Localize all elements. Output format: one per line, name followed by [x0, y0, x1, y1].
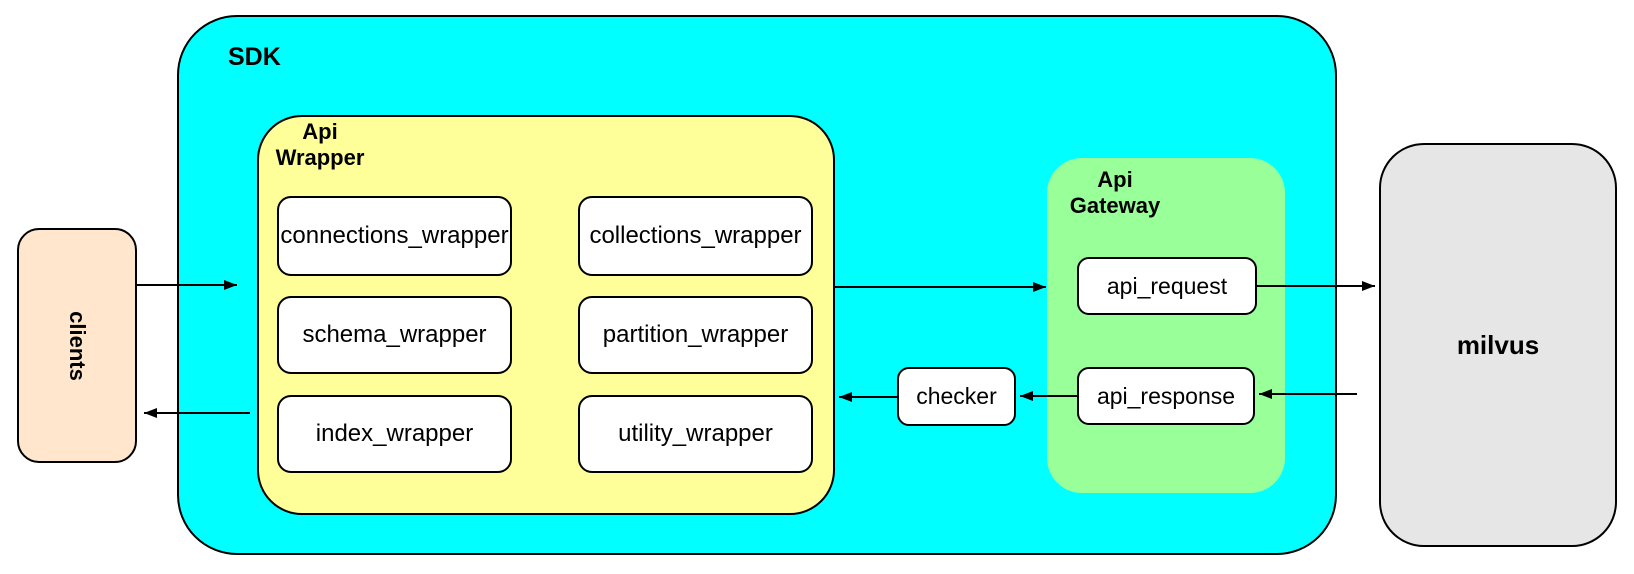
- node-api-request: api_request: [1077, 257, 1257, 315]
- node-partition-wrapper: partition_wrapper: [578, 296, 813, 374]
- node-clients: clients: [17, 228, 137, 463]
- clients-label: clients: [64, 310, 90, 381]
- node-collections-wrapper: collections_wrapper: [578, 196, 813, 276]
- api-wrapper-label: Api Wrapper: [250, 119, 390, 171]
- api-gateway-label-line1: Api: [1097, 167, 1133, 192]
- node-milvus: milvus: [1379, 143, 1617, 547]
- api-gateway-label: Api Gateway: [1045, 167, 1185, 219]
- node-checker: checker: [897, 367, 1016, 426]
- node-connections-wrapper: connections_wrapper: [277, 196, 512, 276]
- api-wrapper-label-line1: Api: [302, 119, 338, 144]
- api-wrapper-label-line2: Wrapper: [275, 145, 365, 170]
- node-schema-wrapper: schema_wrapper: [277, 296, 512, 374]
- api-gateway-container: [1047, 158, 1285, 493]
- api-gateway-label-line2: Gateway: [1069, 193, 1161, 218]
- node-api-response: api_response: [1077, 367, 1255, 425]
- node-utility-wrapper: utility_wrapper: [578, 395, 813, 473]
- node-index-wrapper: index_wrapper: [277, 395, 512, 473]
- sdk-label: SDK: [228, 43, 281, 71]
